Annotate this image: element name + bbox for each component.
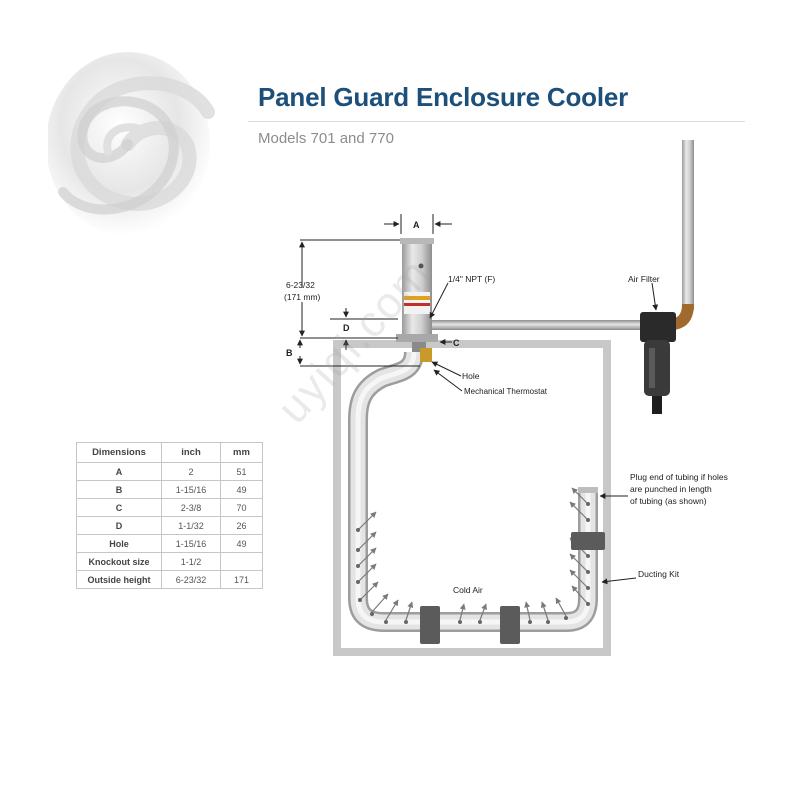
- dimensions-table: Dimensions inch mm A 2 51 B 1-15/16 49 C…: [76, 442, 263, 589]
- ducting-kit-label: Ducting Kit: [638, 569, 680, 579]
- ducting-tube: [348, 350, 598, 632]
- dimension-a-label: A: [413, 220, 420, 230]
- dimension-lines: [297, 214, 659, 585]
- table-header: mm: [220, 442, 263, 463]
- table-cell: 70: [220, 498, 263, 517]
- cold-air-arrows: [357, 487, 589, 621]
- table-row: Knockout size 1-1/2: [76, 552, 263, 571]
- air-filter-label: Air Filter: [628, 274, 660, 284]
- dimension-b-label: B: [286, 348, 293, 358]
- table-row: Outside height 6-23/32 171: [76, 570, 263, 589]
- cold-air-label: Cold Air: [453, 585, 483, 595]
- swirl-logo: [48, 52, 215, 236]
- table-row: A 2 51: [76, 462, 263, 481]
- hole-label: Hole: [462, 371, 480, 381]
- mounting-clips: [420, 532, 605, 644]
- plug-note-line1: Plug end of tubing if holes: [630, 472, 728, 482]
- height-mm-label: (171 mm): [284, 292, 321, 302]
- title-divider: [248, 121, 745, 122]
- table-cell: 171: [220, 570, 263, 589]
- air-supply-line: [428, 140, 694, 414]
- tube-holes: [356, 502, 590, 624]
- dimension-d-label: D: [343, 323, 350, 333]
- enclosure-panel: [333, 340, 611, 656]
- plug-note-line2: are punched in length: [630, 484, 712, 494]
- table-cell: 6-23/32: [161, 570, 221, 589]
- height-label: 6-23/32: [286, 280, 315, 290]
- thermostat-label: Mechanical Thermostat: [464, 387, 548, 396]
- cooler-body: [396, 238, 438, 362]
- plug-note-line3: of tubing (as shown): [630, 496, 707, 506]
- npt-label: 1/4" NPT (F): [448, 274, 495, 284]
- dimension-c-label: C: [453, 338, 460, 348]
- table-row: C 2-3/8 70: [76, 498, 263, 517]
- page-subtitle: Models 701 and 770: [258, 130, 394, 147]
- page-title: Panel Guard Enclosure Cooler: [258, 82, 629, 112]
